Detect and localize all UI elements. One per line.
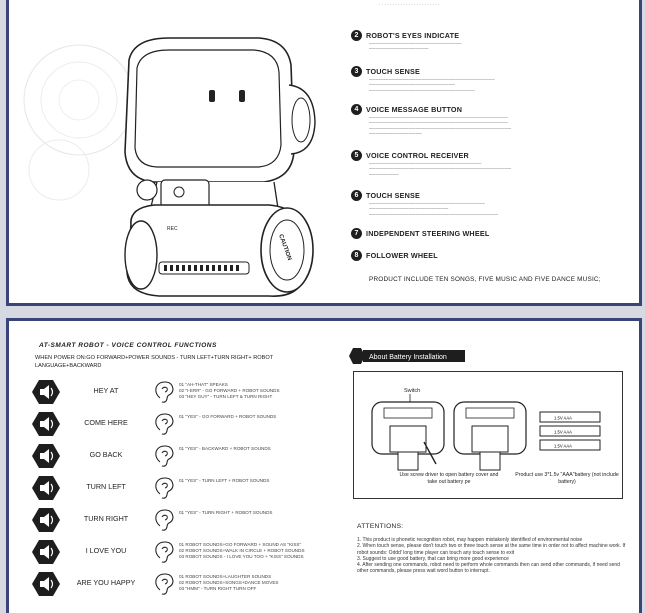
aaa-batteries: 1.5V AAA 1.5V AAA 1.5V AAA [539, 411, 601, 451]
step-number: 3 [351, 66, 362, 77]
battery-cell-label: 1.5V AAA [554, 416, 572, 421]
step-4: 4 VOICE MESSAGE BUTTON ──────────────────… [351, 104, 511, 137]
command-phrase: ARE YOU HAPPY [76, 578, 136, 587]
ear-listening-icon [155, 509, 174, 531]
attention-item: 3. Suggest to use good battery, that can… [357, 555, 509, 562]
step-6: 6 TOUCH SENSE ───────────────────────────… [351, 190, 498, 217]
step-detail-lines: ────────────────────────────────────────… [369, 201, 499, 217]
response-line: 02 ROBOT SOUNDS+SONGS+DANCE MOVES [179, 580, 279, 585]
attentions-title: ATTENTIONS: [357, 523, 404, 530]
ear-listening-icon [155, 413, 174, 435]
command-phrase: TURN RIGHT [83, 514, 129, 523]
ear-listening-icon [155, 477, 174, 499]
response-line: 03 "HMM" - TURN RIGHT TURN OFF [179, 586, 257, 591]
speaker-icon [32, 412, 60, 436]
step-title: TOUCH SENSE [366, 67, 420, 76]
voice-command-row: TURN LEFT 01 "YES" - TURN LEFT + ROBOT SO… [31, 475, 331, 501]
step-7: 7 INDEPENDENT STEERING WHEEL [351, 228, 489, 239]
command-phrase: TURN LEFT [86, 482, 126, 491]
top-fragment-text: · · · · · · · · · · · · · · · · · · · · … [379, 2, 440, 7]
response-line: 02 "I-ERR" - GO FORWARD + ROBOT SOUNDS [179, 388, 280, 393]
ear-listening-icon [155, 541, 174, 563]
step-title: VOICE CONTROL RECEIVER [366, 151, 469, 160]
command-phrase: HEY AT [93, 386, 119, 395]
step-number: 8 [351, 250, 362, 261]
step-5: 5 VOICE CONTROL RECEIVER ────────────────… [351, 150, 511, 177]
ear-listening-icon [155, 573, 174, 595]
attention-item: 4. After sending one commands, robot nee… [357, 562, 620, 575]
speaker-icon [32, 380, 60, 404]
response-line: 01 "YES" - TURN LEFT + ROBOT SOUNDS [179, 478, 270, 483]
response-line: 01 "YES" - GO FORWARD + ROBOT SOUNDS [179, 414, 277, 419]
product-include-note: PRODUCT INCLUDE TEN SONGS, FIVE MUSIC AN… [369, 276, 601, 283]
voice-command-row: GO BACK 01 "YES" - BACKWARD + ROBOT SOUND… [31, 443, 331, 469]
command-response: 01 "YES" - GO FORWARD + ROBOT SOUNDS [179, 414, 349, 420]
response-line: 02 ROBOT SOUNDS+WALK IN CIRCLE + ROBOT S… [179, 548, 305, 553]
speaker-icon [32, 508, 60, 532]
step-detail-lines: ────────────────────────────────────────… [369, 41, 462, 52]
voice-command-row: I LOVE YOU 01 ROBOT SOUNDS+GO FORWARD + S… [31, 539, 331, 565]
attention-item: 2. When touch sense, please don't touch … [357, 543, 626, 556]
speaker-icon [32, 540, 60, 564]
robot-illustration: REC CAUTION [124, 37, 316, 297]
battery-cell-label: 1.5V AAA [554, 444, 572, 449]
battery-cell-label: 1.5V AAA [554, 430, 572, 435]
step-title: INDEPENDENT STEERING WHEEL [366, 229, 490, 238]
step-title: FOLLOWER WHEEL [366, 251, 438, 260]
ear-listening-icon [155, 445, 174, 467]
response-line: 03 "HEY GUY" - TURN LEFT & TURN RIGHT [179, 394, 273, 399]
step-2: 2 ROBOT'S EYES INDICATE ─────────────────… [351, 30, 462, 52]
step-8: 8 FOLLOWER WHEEL [351, 250, 438, 261]
battery-diagram: Switch 1.5V AAA 1.5V AAA 1.5V AAA [371, 388, 601, 471]
step-number: 5 [351, 150, 362, 161]
command-response: 01 ROBOT SOUNDS+GO FORWARD + SOUND AS "K… [179, 542, 349, 560]
command-phrase: GO BACK [89, 450, 123, 459]
attentions-list: 1. This product is phonetic recognition … [357, 537, 632, 575]
step-detail-lines: ────────────────────────────────────────… [369, 77, 495, 93]
switch-label: Switch [404, 388, 420, 394]
response-line: 03 ROBOT SOUNDS - I LOVE YOU TOO + "KISS… [179, 554, 304, 559]
response-line: 01 "YES" - BACKWARD + ROBOT SOUNDS [179, 446, 271, 451]
response-line: 01 ROBOT SOUNDS+GO FORWARD + SOUND AS "K… [179, 542, 302, 547]
step-number: 4 [351, 104, 362, 115]
manual-page-features: REC CAUTION · · · · · · · · · · · · · · … [6, 0, 642, 306]
response-line: 01 ROBOT SOUNDS+LAUGHTER SOUNDS [179, 574, 272, 579]
rec-label: REC [167, 226, 178, 232]
manual-page-voice-control: AT-SMART ROBOT - VOICE CONTROL FUNCTIONS… [6, 318, 642, 613]
battery-diagram-panel: Switch 1.5V AAA 1.5V AAA 1.5V AAA U [353, 371, 623, 499]
voice-command-row: TURN RIGHT 01 "YES" - TURN RIGHT + ROBOT … [31, 507, 331, 533]
voice-functions-title: AT-SMART ROBOT - VOICE CONTROL FUNCTIONS [39, 342, 217, 349]
ear-listening-icon [155, 381, 174, 403]
command-phrase: I LOVE YOU [85, 546, 127, 555]
step-detail-lines: ────────────────────────────────────────… [369, 115, 512, 137]
response-line: 01 "AH-THAT" SPEAKS [179, 382, 228, 387]
voice-command-row: ARE YOU HAPPY 01 ROBOT SOUNDS+LAUGHTER SO… [31, 571, 331, 597]
step-title: ROBOT'S EYES INDICATE [366, 31, 460, 40]
voice-command-row: COME HERE 01 "YES" - GO FORWARD + ROBOT S… [31, 411, 331, 437]
step-title: TOUCH SENSE [366, 191, 420, 200]
speaker-icon [32, 572, 60, 596]
step-3: 3 TOUCH SENSE ───────────────────────────… [351, 66, 495, 93]
attention-item: 1. This product is phonetic recognition … [357, 537, 583, 543]
speaker-icon [32, 476, 60, 500]
step-number: 7 [351, 228, 362, 239]
command-response: 01 "YES" - TURN RIGHT + ROBOT SOUNDS [179, 510, 349, 516]
step-number: 2 [351, 30, 362, 41]
battery-caption-left: Use screw driver to open battery cover a… [399, 472, 499, 485]
battery-badge-label: About Battery Installation [369, 354, 447, 361]
command-phrase: COME HERE [84, 418, 128, 427]
response-line: 01 "YES" - TURN RIGHT + ROBOT SOUNDS [179, 510, 273, 515]
battery-caption-right: Product use 3*1.5v "AAA"battery (not inc… [515, 472, 619, 485]
battery-section-badge: About Battery Installation [349, 348, 465, 364]
speaker-icon [32, 444, 60, 468]
step-detail-lines: ────────────────────────────────────────… [369, 161, 512, 177]
power-on-intro: WHEN POWER ON:GO FORWARD+POWER SOUNDS - … [35, 355, 274, 369]
step-title: VOICE MESSAGE BUTTON [366, 105, 463, 114]
command-response: 01 "YES" - TURN LEFT + ROBOT SOUNDS [179, 478, 349, 484]
command-response: 01 "YES" - BACKWARD + ROBOT SOUNDS [179, 446, 349, 452]
step-number: 6 [351, 190, 362, 201]
